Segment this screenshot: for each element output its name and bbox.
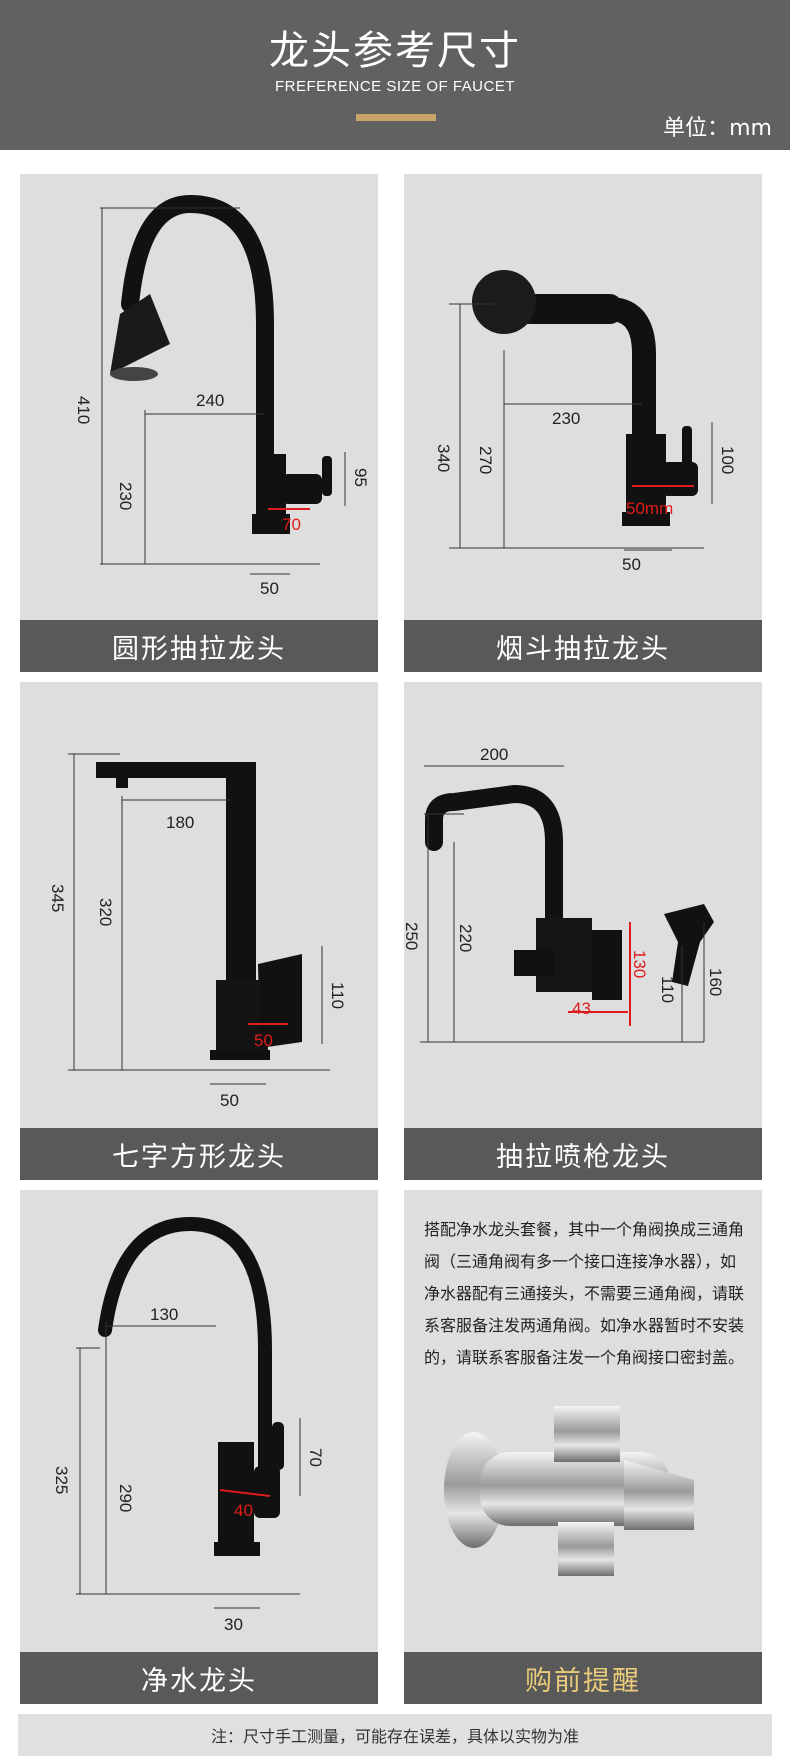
unit-label: 单位：mm [663,116,772,141]
page-title: 龙头参考尺寸 [269,28,521,74]
card-caption: 圆形抽拉龙头 [20,620,378,672]
card-caption: 购前提醒 [404,1652,762,1704]
accent-rule [356,114,436,121]
dim-total-height: 345 [48,884,67,912]
card-purified-water: 325 290 130 70 40 30 净水龙头 [20,1190,378,1704]
card-caption: 净水龙头 [20,1652,378,1704]
dim-body-diameter: 40 [234,1501,253,1520]
faucet-diagram-purified-water: 325 290 130 70 40 30 [52,1216,325,1634]
dim-base-width: 50 [220,1091,239,1110]
header-banner: 龙头参考尺寸 FREFERENCE SIZE OF FAUCET 单位：mm [0,0,790,150]
dim-total-height: 325 [52,1466,71,1494]
dim-total-height: 410 [74,396,93,424]
dim-reach: 180 [166,813,194,832]
card-caption: 烟斗抽拉龙头 [404,620,762,672]
dim-body-diameter: 70 [282,515,301,534]
dim-spout-height: 220 [456,924,475,952]
dim-body-width: 43 [572,999,591,1018]
dim-reach: 230 [552,409,580,428]
dim-total-height: 250 [404,922,421,950]
dim-base-diameter: 50 [260,579,279,598]
dim-base-diameter: 30 [224,1615,243,1634]
dim-body-diameter: 50mm [626,499,673,518]
card-caption: 抽拉喷枪龙头 [404,1128,762,1180]
dim-body-width: 50 [254,1031,273,1050]
faucet-diagram-square-l-shape: 345 320 180 110 50 50 [48,753,347,1110]
dim-body-height: 130 [630,950,649,978]
page-subtitle: FREFERENCE SIZE OF FAUCET [274,78,516,95]
faucet-diagram-round-pullout: 410 230 240 95 70 50 [74,194,370,598]
dim-spout-height: 320 [96,898,115,926]
three-way-valve-image [444,1406,694,1576]
card-spray-gun: 200 250 220 130 43 160 110 抽拉喷枪龙头 [404,682,762,1180]
dim-base-diameter: 50 [622,555,641,574]
dim-sprayer-height-inner: 110 [658,976,677,1003]
dim-reach: 200 [480,745,508,764]
faucet-diagram-pipe-pullout: 340 270 230 100 50mm 50 [434,270,737,574]
faucet-diagram-spray-gun: 200 250 220 130 43 160 110 [404,745,725,1043]
dim-total-height: 340 [434,444,453,472]
dim-spout-height: 270 [476,446,495,474]
dim-handle-height: 70 [306,1448,325,1467]
card-caption: 七字方形龙头 [20,1128,378,1180]
dim-handle-height: 110 [328,982,347,1009]
dim-reach: 130 [150,1305,178,1324]
footer-note: 注：尺寸手工测量，可能存在误差，具体以实物为准 [18,1714,772,1756]
dim-handle-height: 95 [351,468,370,487]
dim-sprayer-height-outer: 160 [706,968,725,996]
card-round-pullout: 410 230 240 95 70 50 圆形抽拉龙头 [20,174,378,672]
reminder-text: 搭配净水龙头套餐，其中一个角阀换成三通角阀（三通角阀有多一个接口连接净水器），如… [424,1220,745,1367]
dim-spout-height: 230 [116,482,135,510]
card-purchase-reminder: 搭配净水龙头套餐，其中一个角阀换成三通角阀（三通角阀有多一个接口连接净水器），如… [404,1190,762,1704]
dim-handle-height: 100 [718,446,737,474]
dim-reach: 240 [196,391,224,410]
card-square-l-shape: 345 320 180 110 50 50 七字方形龙头 [20,682,378,1180]
dim-spout-height: 290 [116,1484,135,1512]
card-pipe-pullout: 340 270 230 100 50mm 50 烟斗抽拉龙头 [404,174,762,672]
